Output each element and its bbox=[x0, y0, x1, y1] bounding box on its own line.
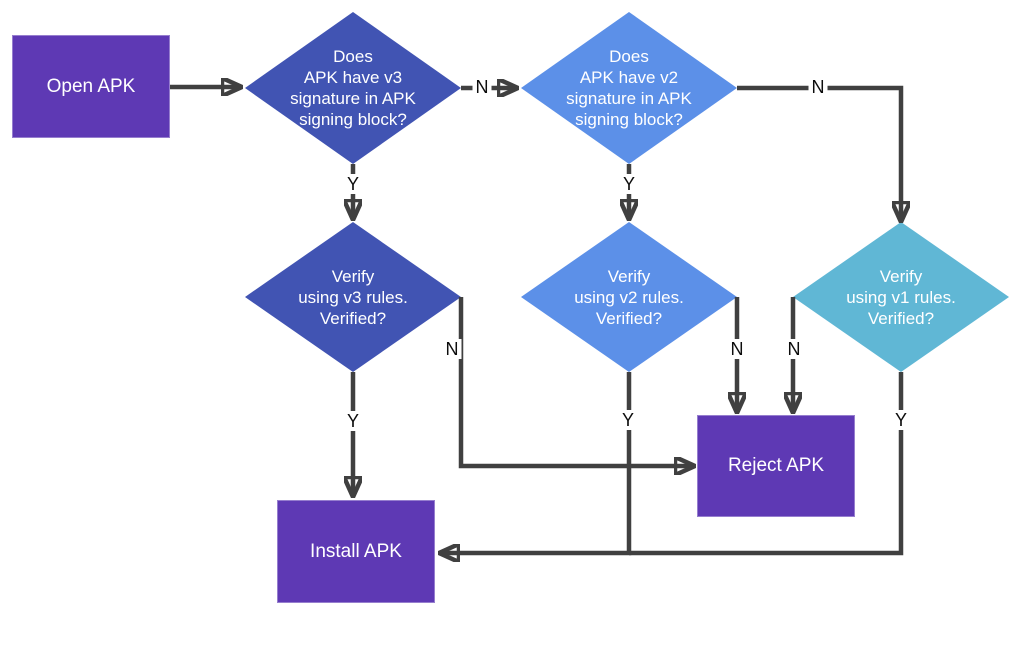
edge-label-check-v3-no: N bbox=[472, 77, 492, 97]
edge-label-verify-v1-yes: Y bbox=[891, 410, 911, 430]
node-open-apk: Open APK bbox=[12, 35, 170, 138]
edge-label-verify-v3-no: N bbox=[442, 339, 462, 359]
edge-verify-v2-yes-to-install bbox=[439, 372, 632, 553]
node-check-v2-signature: Does APK have v2 signature in APK signin… bbox=[521, 12, 737, 164]
node-check-v3-signature: Does APK have v3 signature in APK signin… bbox=[245, 12, 461, 164]
edge-label-check-v3-yes: Y bbox=[343, 174, 363, 194]
edge-check-v2-no-to-verify-v1 bbox=[737, 85, 901, 222]
node-verify-v2-label: Verify using v2 rules. Verified? bbox=[574, 266, 684, 328]
node-verify-v1-label: Verify using v1 rules. Verified? bbox=[846, 266, 956, 328]
node-verify-v3-label: Verify using v3 rules. Verified? bbox=[298, 266, 408, 328]
node-check-v3-label: Does APK have v3 signature in APK signin… bbox=[290, 47, 416, 129]
node-verify-v2: Verify using v2 rules. Verified? bbox=[521, 222, 737, 372]
edge-label-check-v2-yes: Y bbox=[619, 174, 639, 194]
node-check-v2-label: Does APK have v2 signature in APK signin… bbox=[566, 47, 692, 129]
edge-label-check-v2-no: N bbox=[808, 77, 828, 97]
edge-label-verify-v1-no: N bbox=[784, 339, 804, 359]
node-reject-apk: Reject APK bbox=[697, 415, 855, 517]
node-verify-v1: Verify using v1 rules. Verified? bbox=[793, 222, 1009, 372]
node-install-apk: Install APK bbox=[277, 500, 435, 603]
edge-label-verify-v2-no: N bbox=[727, 339, 747, 359]
edge-label-verify-v2-yes: Y bbox=[618, 410, 638, 430]
edge-label-verify-v3-yes: Y bbox=[343, 411, 363, 431]
node-install-apk-label: Install APK bbox=[310, 540, 402, 562]
node-reject-apk-label: Reject APK bbox=[727, 455, 825, 476]
node-verify-v3: Verify using v3 rules. Verified? bbox=[245, 222, 461, 372]
node-open-apk-label: Open APK bbox=[46, 75, 136, 97]
